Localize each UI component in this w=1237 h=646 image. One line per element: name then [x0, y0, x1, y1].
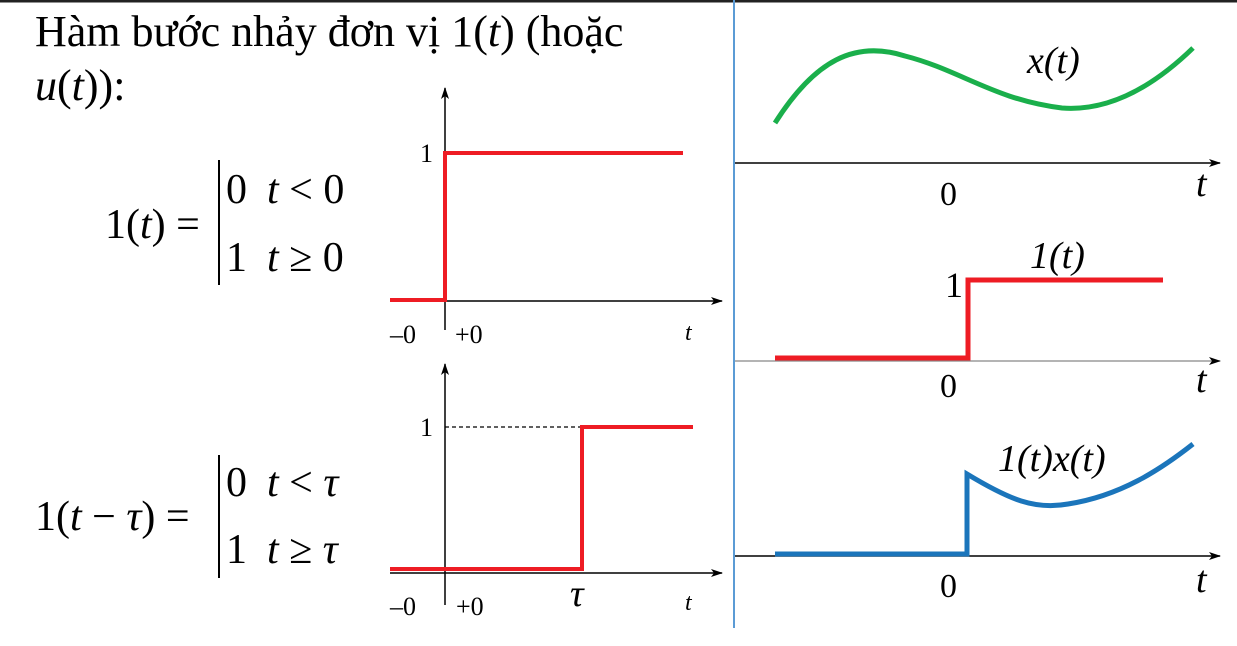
plot3-curve-label: x(t)	[1026, 40, 1080, 82]
plot3-x-label: t	[1196, 163, 1208, 205]
plot4-x-label: t	[1196, 359, 1208, 401]
plot-step-right: 1(t) 1 0 t	[735, 235, 1221, 405]
plot4-step-curve	[775, 277, 1163, 361]
plot-delayed-step: 1 –0 +0 τ t	[389, 363, 723, 621]
plot3-x-curve	[772, 46, 1195, 125]
plot2-y-tick: 1	[420, 413, 433, 442]
heading-line2: u(t)):	[35, 61, 125, 110]
plot1-x-label: t	[685, 320, 693, 346]
plot2-minus0: –0	[389, 592, 416, 621]
plot1-minus0: –0	[389, 320, 416, 349]
plot4-origin: 0	[940, 368, 957, 405]
plot1-step-curve	[390, 151, 683, 302]
plot2-step-curve	[390, 425, 693, 571]
heading-line1: Hàm bước nhảy đơn vị 1(t) (hoặc	[35, 7, 623, 56]
eq1-lhs: 1(t) =	[105, 202, 200, 248]
plot5-origin: 0	[940, 568, 957, 605]
plot2-tau: τ	[570, 573, 585, 615]
plot2-plus0: +0	[456, 592, 484, 621]
plot5-x-label: t	[1196, 559, 1208, 601]
plot1-y-tick: 1	[420, 139, 433, 168]
plot2-x-label: t	[685, 590, 693, 616]
plot-signal-x: x(t) 0 t	[735, 40, 1221, 213]
plot-product: 1(t)x(t) 0 t	[735, 438, 1221, 605]
plot3-origin: 0	[940, 176, 957, 213]
plot4-y-tick: 1	[945, 265, 963, 305]
plot1-plus0: +0	[455, 320, 483, 349]
plot-unit-step: 1 –0 +0 t	[389, 87, 723, 349]
plot4-curve-label: 1(t)	[1030, 235, 1085, 277]
plot5-curve-label: 1(t)x(t)	[998, 438, 1106, 480]
plot5-product-curve	[775, 442, 1195, 557]
eq2-lhs: 1(t − τ) =	[35, 494, 190, 540]
